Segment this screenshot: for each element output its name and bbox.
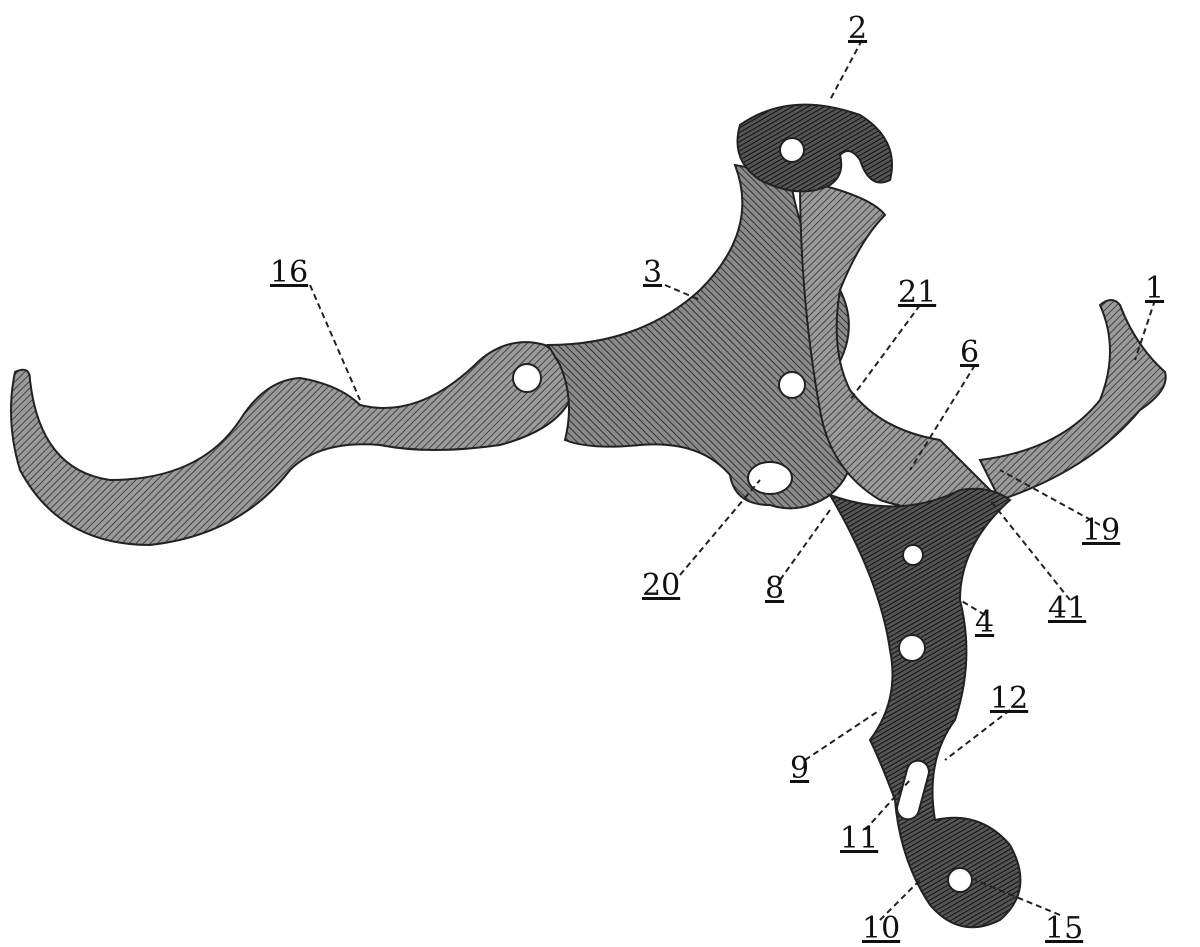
pivot-hole-2 (779, 137, 805, 163)
label-19: 19 (1082, 513, 1120, 548)
label-2: 2 (848, 11, 867, 46)
label-3: 3 (643, 255, 662, 290)
label-16: 16 (270, 255, 308, 290)
inner-arm (798, 178, 1002, 511)
pivot-hole-4b (898, 634, 926, 662)
left-hook-arm (10, 341, 572, 547)
label-6: 6 (960, 335, 979, 370)
pivot-hole-16 (512, 363, 542, 393)
label-15: 15 (1045, 911, 1083, 946)
top-hook (736, 103, 893, 193)
label-20: 20 (642, 568, 680, 603)
label-21: 21 (898, 275, 936, 310)
slot-11 (896, 759, 930, 821)
label-10: 10 (862, 911, 900, 946)
label-8: 8 (765, 571, 784, 606)
label-9: 9 (790, 751, 809, 786)
leader-lines (309, 39, 1156, 921)
label-11: 11 (840, 821, 878, 856)
label-1: 1 (1145, 271, 1164, 306)
label-12: 12 (990, 681, 1028, 716)
pivot-hole-15 (947, 867, 973, 893)
pivot-hole-3 (778, 371, 806, 399)
lower-handle (827, 487, 1022, 929)
label-41: 41 (1048, 591, 1086, 626)
label-4: 4 (975, 605, 994, 640)
right-hook (978, 299, 1167, 502)
pivot-hole-4a (902, 544, 924, 566)
pivot-hole-20 (747, 461, 793, 495)
